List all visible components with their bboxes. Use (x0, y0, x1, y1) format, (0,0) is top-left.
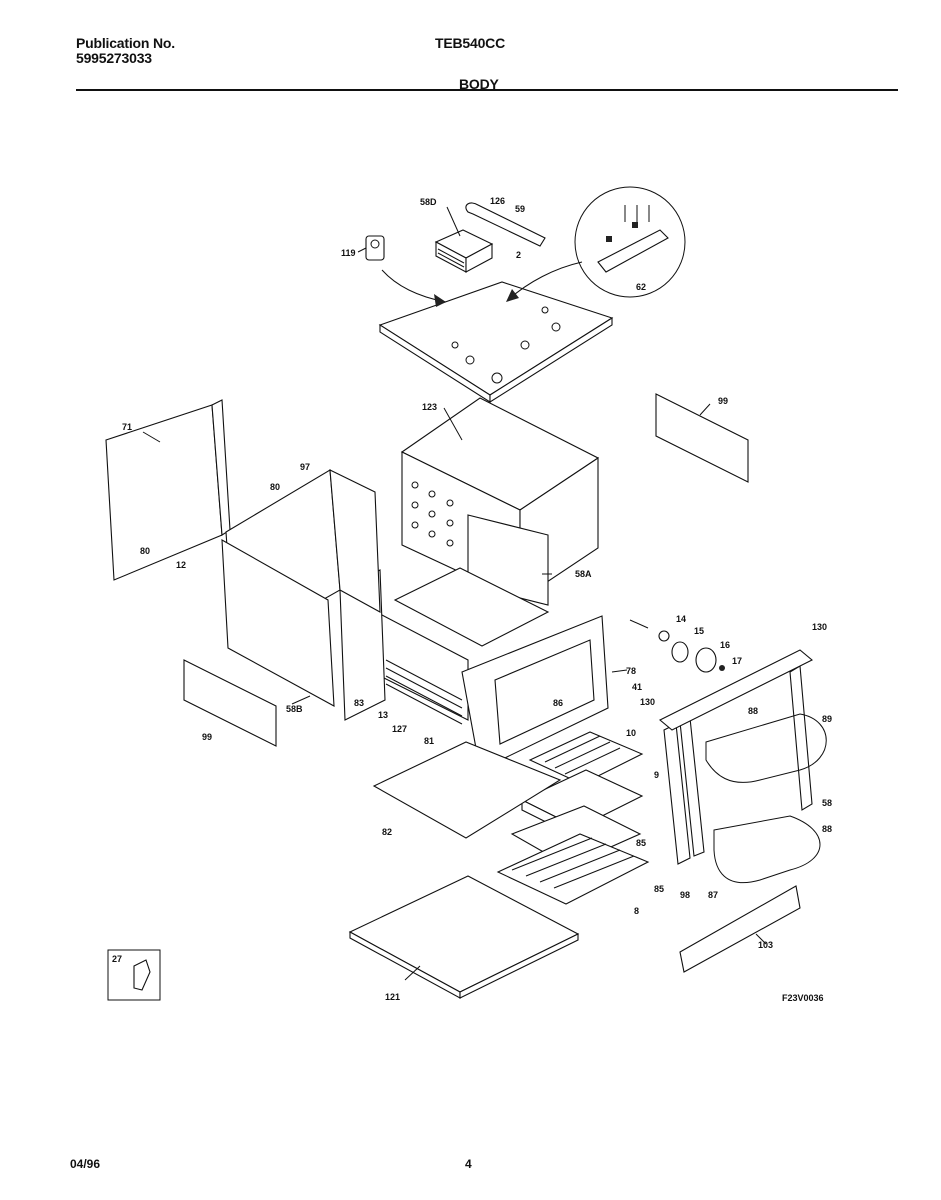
top-panel (378, 281, 614, 404)
detail-circle-62 (574, 186, 686, 298)
bake-element-87 (713, 815, 821, 884)
callout-16: 16 (720, 640, 730, 650)
callout-58d: 58D (420, 197, 437, 207)
callout-121: 121 (385, 992, 400, 1002)
switch-119 (365, 235, 385, 261)
callout-126: 126 (490, 196, 505, 206)
callout-85-trim: 85 (654, 884, 664, 894)
callout-119: 119 (341, 248, 356, 258)
callout-58b: 58B (286, 704, 303, 714)
kick-panel-103 (679, 885, 801, 973)
callout-98: 98 (680, 890, 690, 900)
callout-58a: 58A (575, 569, 592, 579)
callout-123: 123 (422, 402, 437, 412)
callout-17: 17 (732, 656, 742, 666)
callout-87: 87 (708, 890, 718, 900)
callout-58: 58 (822, 798, 832, 808)
callout-130-upper: 130 (812, 622, 827, 632)
publication-number: 5995273033 (76, 50, 152, 66)
callout-2: 2 (516, 250, 521, 260)
bottom-panel-121 (348, 875, 580, 999)
figure-code: F23V0036 (782, 993, 824, 1003)
callout-78: 78 (626, 666, 636, 676)
callout-99-lower: 99 (202, 732, 212, 742)
callout-88-lower: 88 (822, 824, 832, 834)
callout-62: 62 (636, 282, 646, 292)
vent-tube-59 (465, 202, 546, 247)
callout-15: 15 (694, 626, 704, 636)
callout-80-lower: 80 (140, 546, 150, 556)
leader-lines (142, 206, 767, 981)
side-trim-strips (659, 649, 813, 865)
light-assembly (658, 630, 725, 673)
broil-element-89 (705, 713, 827, 783)
callout-80-upper: 80 (270, 482, 280, 492)
oven-rack-8 (496, 833, 650, 905)
callout-41: 41 (632, 682, 642, 692)
inset-27 (107, 949, 161, 1001)
callout-9: 9 (654, 770, 659, 780)
model-number: TEB540CC (435, 35, 505, 51)
bracket-99-lower (183, 659, 277, 747)
oven-body (379, 397, 600, 725)
callouts: 58D 126 59 119 2 62 71 123 99 97 80 80 1… (112, 196, 832, 1003)
callout-8: 8 (634, 906, 639, 916)
bracket-99-upper (655, 393, 749, 483)
publication-label: Publication No. (76, 35, 175, 51)
callout-97: 97 (300, 462, 310, 472)
callout-71: 71 (122, 422, 132, 432)
control-box-58d (434, 229, 494, 273)
callout-103: 103 (758, 940, 773, 950)
callout-59: 59 (515, 204, 525, 214)
callout-127: 127 (392, 724, 407, 734)
left-side-panel-71 (105, 399, 231, 581)
page-number: 4 (465, 1157, 472, 1171)
callout-85-rack: 85 (636, 838, 646, 848)
bottom-pan-82 (372, 741, 562, 839)
callout-83: 83 (354, 698, 364, 708)
callout-13: 13 (378, 710, 388, 720)
callout-99-upper: 99 (718, 396, 728, 406)
front-insulation-58b (221, 539, 335, 707)
callout-12: 12 (176, 560, 186, 570)
footer-date: 04/96 (70, 1157, 101, 1171)
callout-88-upper: 88 (748, 706, 758, 716)
header-rule (76, 89, 898, 91)
section-title: BODY (459, 76, 499, 92)
callout-81: 81 (424, 736, 434, 746)
broiler-grid-10 (528, 731, 644, 785)
callout-27: 27 (112, 954, 122, 964)
callout-130-lower: 130 (640, 697, 655, 707)
callout-14: 14 (676, 614, 686, 624)
callout-82: 82 (382, 827, 392, 837)
callout-86: 86 (553, 698, 563, 708)
callout-10: 10 (626, 728, 636, 738)
callout-89: 89 (822, 714, 832, 724)
